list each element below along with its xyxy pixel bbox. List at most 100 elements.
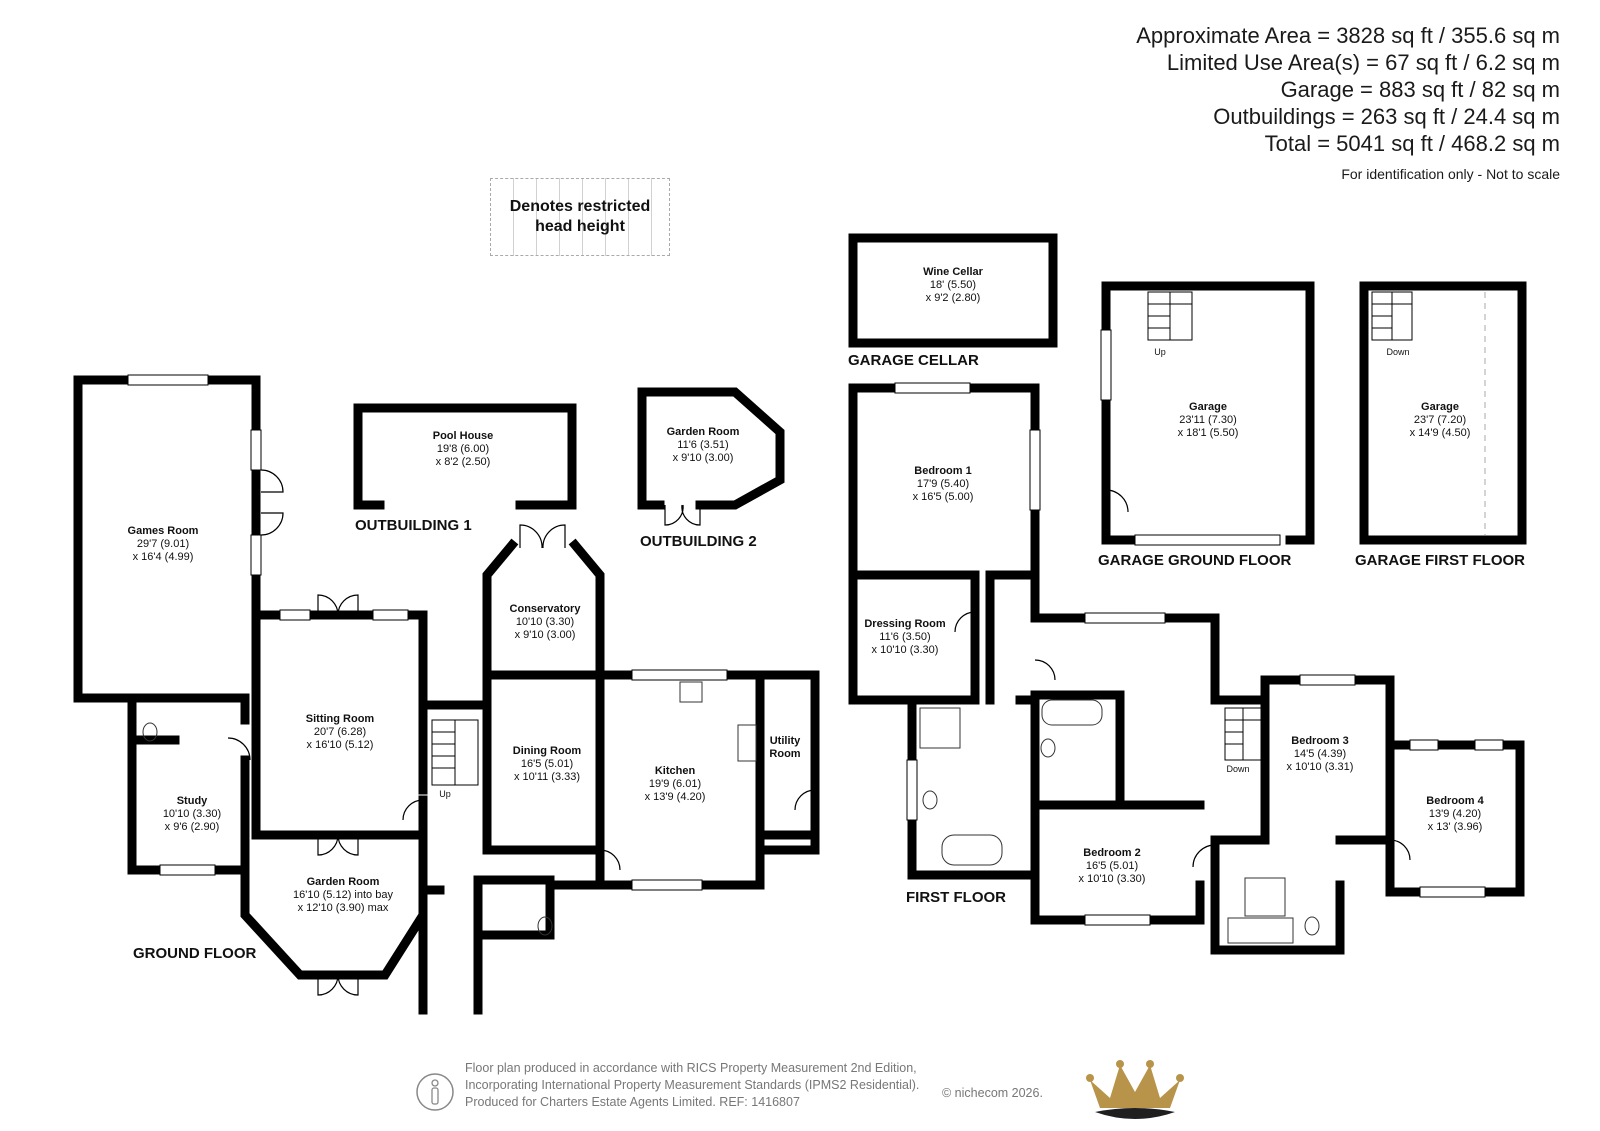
- pool-house-dim2: x 8'2 (2.50): [436, 456, 491, 468]
- door: [1192, 844, 1216, 868]
- garden-room-dim1: 16'10 (5.12) into bay: [293, 889, 393, 901]
- bedroom4-name: Bedroom 4: [1426, 795, 1484, 807]
- sitting-room-dim2: x 16'10 (5.12): [307, 739, 374, 751]
- first-floor-label: FIRST FLOOR: [906, 889, 1006, 906]
- sitting-room-walls: [251, 610, 428, 840]
- dining-room-dim2: x 10'11 (3.33): [514, 771, 580, 783]
- crown-logo-icon: [1086, 1060, 1184, 1119]
- wine-cellar-dim2: x 9'2 (2.80): [926, 292, 981, 304]
- stairs-up-label: Up: [439, 789, 451, 799]
- scale-note: For identification only - Not to scale: [1341, 166, 1560, 182]
- bedroom1-dim1: 17'9 (5.40): [917, 478, 969, 490]
- outbuildings-area: Outbuildings = 263 sq ft / 24.4 sq m: [1213, 104, 1560, 129]
- kitchen-dim1: 19'9 (6.01): [649, 778, 701, 790]
- bedroom3-name: Bedroom 3: [1291, 735, 1348, 747]
- door: [227, 737, 251, 761]
- garden-room-out-dim1: 11'6 (3.51): [677, 439, 728, 451]
- ensuite-walls: [907, 695, 1040, 880]
- door: [1389, 839, 1411, 861]
- utility-walls: [755, 670, 820, 890]
- door: [519, 524, 543, 549]
- toilet: [922, 790, 938, 810]
- window: [250, 429, 262, 471]
- window: [1100, 329, 1112, 401]
- footer-line1: Floor plan produced in accordance with R…: [465, 1061, 917, 1075]
- door: [681, 504, 701, 526]
- door: [1105, 489, 1129, 513]
- bedroom1-name: Bedroom 1: [914, 465, 971, 477]
- door: [599, 849, 621, 871]
- bedroom3-walls: [1260, 675, 1395, 845]
- wine-cellar-dim1: 18' (5.50): [930, 279, 976, 291]
- kitchen-name: Kitchen: [655, 765, 696, 777]
- garage-ground-walls: [1101, 281, 1315, 545]
- garage-area: Garage = 883 sq ft / 82 sq m: [1280, 77, 1560, 102]
- ground-floor-label: GROUND FLOOR: [133, 945, 256, 962]
- footer: Floor plan produced in accordance with R…: [415, 1060, 1184, 1122]
- window: [1134, 534, 1281, 546]
- door: [794, 789, 816, 811]
- outbuilding2-label: OUTBUILDING 2: [640, 533, 757, 550]
- games-room-name: Games Room: [128, 525, 199, 537]
- window: [372, 609, 409, 621]
- garage-first-name: Garage: [1421, 401, 1459, 413]
- study-dim2: x 9'6 (2.90): [165, 821, 220, 833]
- hob: [737, 724, 757, 762]
- dining-room-name: Dining Room: [513, 745, 582, 757]
- window: [1409, 739, 1439, 751]
- games-room-dim1: 29'7 (9.01): [137, 538, 189, 550]
- bedroom2-dim2: x 10'10 (3.30): [1079, 873, 1146, 885]
- bath: [941, 834, 1003, 866]
- window: [1474, 739, 1504, 751]
- window: [1084, 612, 1166, 624]
- garden-room-out-name: Garden Room: [667, 426, 740, 438]
- outbuilding1-label: OUTBUILDING 1: [355, 517, 472, 534]
- conservatory-dim2: x 9'10 (3.00): [515, 629, 576, 641]
- window: [631, 669, 728, 681]
- window: [1029, 429, 1041, 511]
- restricted-height-text: Denotes restricted head height: [500, 197, 660, 237]
- pool-house-walls: [353, 403, 577, 510]
- door: [337, 974, 359, 996]
- window: [631, 879, 703, 891]
- pool-house-name: Pool House: [433, 430, 494, 442]
- door: [664, 504, 684, 526]
- dressing-room-walls: [848, 570, 1040, 705]
- sitting-room-dim1: 20'7 (6.28): [314, 726, 366, 738]
- bedroom4-dim2: x 13' (3.96): [1428, 821, 1483, 833]
- door: [260, 469, 284, 493]
- toilet: [142, 722, 158, 742]
- person-icon: [416, 1073, 454, 1111]
- door: [402, 799, 424, 821]
- restricted-line1: Denotes restricted: [509, 198, 651, 215]
- restricted-line2: head height: [535, 218, 625, 235]
- door: [337, 594, 359, 616]
- bedroom1-dim2: x 16'5 (5.00): [913, 491, 974, 503]
- garage-first-dim2: x 14'9 (4.50): [1410, 427, 1471, 439]
- hall-wc-walls: [473, 875, 555, 940]
- garage-ground-dim2: x 18'1 (5.50): [1178, 427, 1239, 439]
- garage-cellar-label: GARAGE CELLAR: [848, 352, 979, 369]
- garage-first-walls: [1359, 281, 1527, 545]
- bedroom2-name: Bedroom 2: [1083, 847, 1140, 859]
- door: [337, 834, 359, 856]
- games-room-dim2: x 16'4 (4.99): [133, 551, 194, 563]
- window: [906, 759, 918, 821]
- garage-ground-dim1: 23'11 (7.30): [1179, 414, 1237, 426]
- garden-room-out-dim2: x 9'10 (3.00): [673, 452, 734, 464]
- window: [127, 374, 209, 386]
- garage-ground-label: GARAGE GROUND FLOOR: [1098, 552, 1291, 569]
- utility-name1: Utility: [770, 735, 801, 747]
- utility-name2: Room: [769, 748, 800, 760]
- wc-walls: [127, 693, 250, 725]
- stairs: [1224, 707, 1263, 761]
- window: [1419, 886, 1486, 898]
- dressing-room-name: Dressing Room: [864, 618, 946, 630]
- approximate-area: Approximate Area = 3828 sq ft / 355.6 sq…: [1136, 23, 1560, 48]
- stairs-down-label: Down: [1386, 347, 1409, 357]
- stairs: [1147, 291, 1193, 341]
- stairs-up-label: Up: [1154, 347, 1166, 357]
- footer-line2: Incorporating International Property Mea…: [465, 1078, 920, 1092]
- sitting-room-name: Sitting Room: [306, 713, 375, 725]
- door: [1034, 659, 1056, 681]
